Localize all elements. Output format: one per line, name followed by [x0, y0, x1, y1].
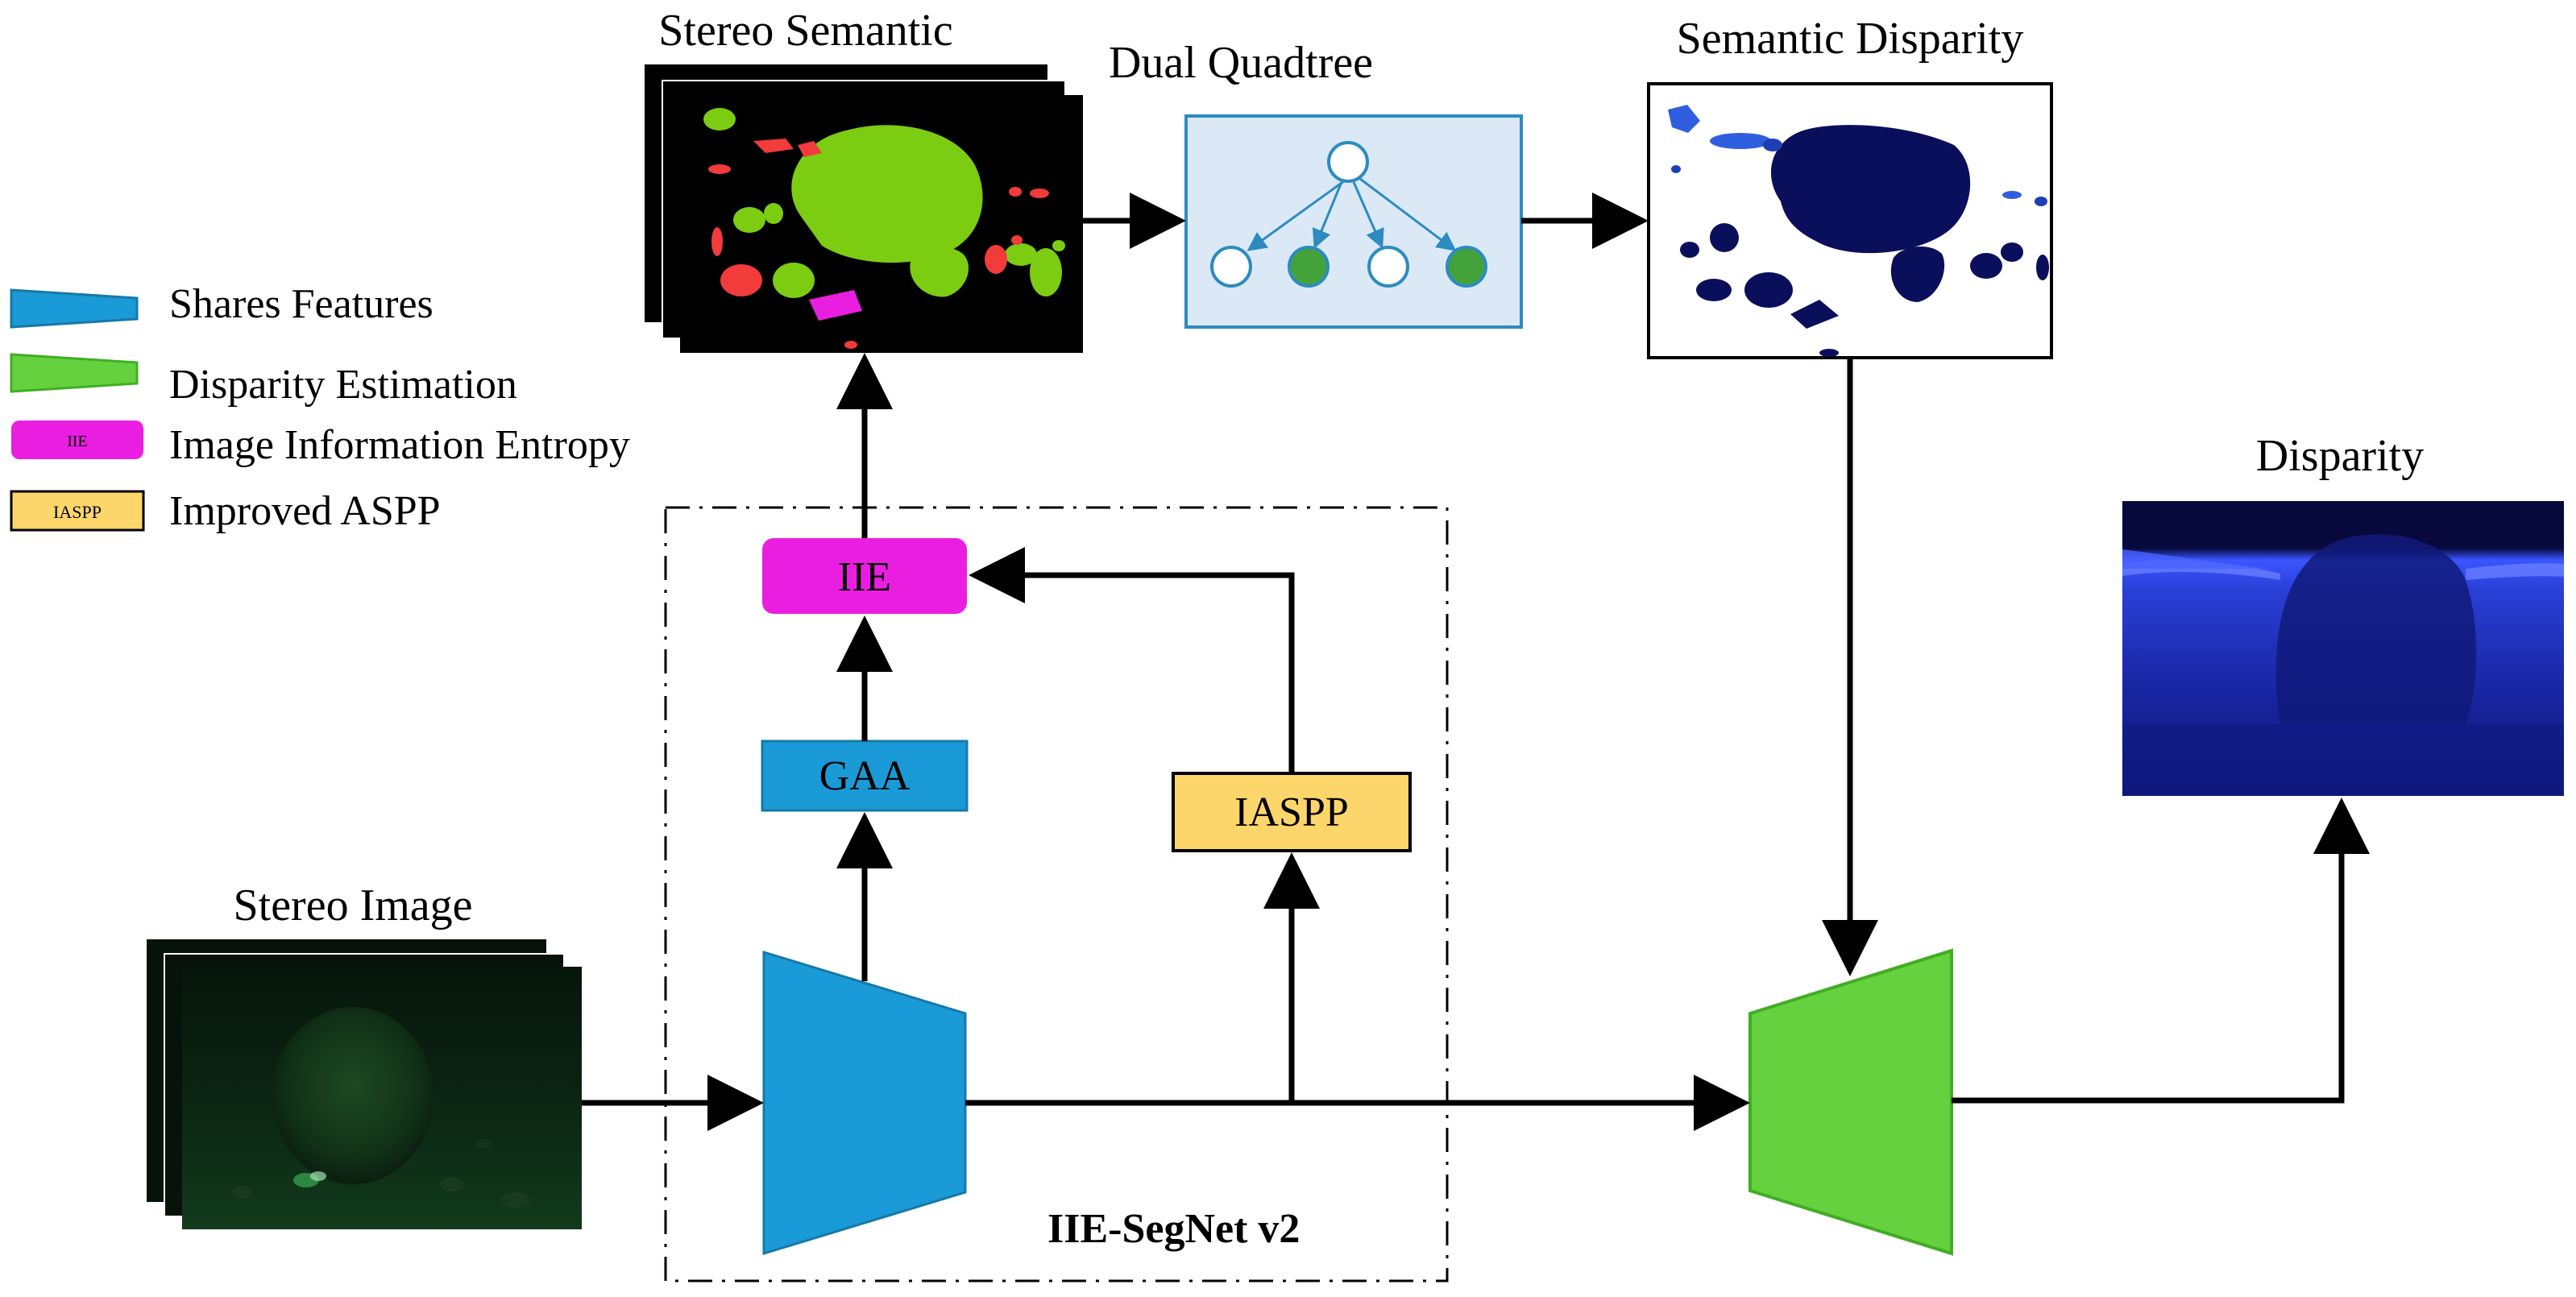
shares-features-swatch	[10, 288, 139, 329]
flow-arrows	[582, 193, 2370, 1131]
disparity-estimation-block	[1748, 948, 1953, 1256]
legend-iie-swatch-label: IIE	[67, 433, 88, 450]
iie-segnet-v2-box	[664, 506, 1449, 1282]
iie-block-label: IIE	[838, 554, 891, 600]
iaspp-swatch	[10, 490, 145, 532]
legend-iaspp-swatch-label: IASPP	[53, 502, 102, 522]
quadtree-leaf-node	[1210, 246, 1252, 288]
quadtree-leaf-node	[1367, 246, 1409, 288]
iaspp-block-label: IASPP	[1234, 789, 1349, 835]
stereo-semantic-title: Stereo Semantic	[658, 6, 952, 56]
quadtree-root-node	[1327, 141, 1369, 183]
quadtree-leaf-node-filled	[1446, 246, 1487, 288]
dual-quadtree-title: Dual Quadtree	[1109, 38, 1373, 88]
gaa-block	[761, 740, 969, 812]
legend-iie: Image Information Entropy	[169, 422, 630, 468]
stereo-semantic-image	[645, 64, 1083, 353]
iie-segnet-v2-label: IIE-SegNet v2	[1047, 1206, 1300, 1252]
shared-features-encoder	[762, 950, 967, 1256]
semantic-disparity-image	[1647, 82, 2053, 359]
disparity-estimation-swatch	[10, 353, 139, 393]
iie-block	[762, 538, 967, 614]
stereo-image	[147, 939, 582, 1229]
quadtree-leaf-node-filled	[1288, 246, 1329, 288]
legend-disparity-estimation: Disparity Estimation	[169, 362, 517, 408]
disparity-image	[2122, 501, 2564, 796]
stereo-image-title: Stereo Image	[234, 881, 473, 930]
dual-quadtree-box	[1184, 114, 1523, 329]
iaspp-block	[1172, 772, 1412, 852]
disparity-title: Disparity	[2256, 431, 2424, 481]
semantic-disparity-title: Semantic Disparity	[1677, 14, 2024, 64]
iie-swatch	[11, 421, 143, 459]
gaa-block-label: GAA	[819, 753, 911, 799]
legend-iaspp: Improved ASPP	[169, 488, 441, 534]
legend-shares-features: Shares Features	[169, 281, 433, 327]
legend: Shares Features Disparity Estimation IIE…	[10, 281, 630, 534]
